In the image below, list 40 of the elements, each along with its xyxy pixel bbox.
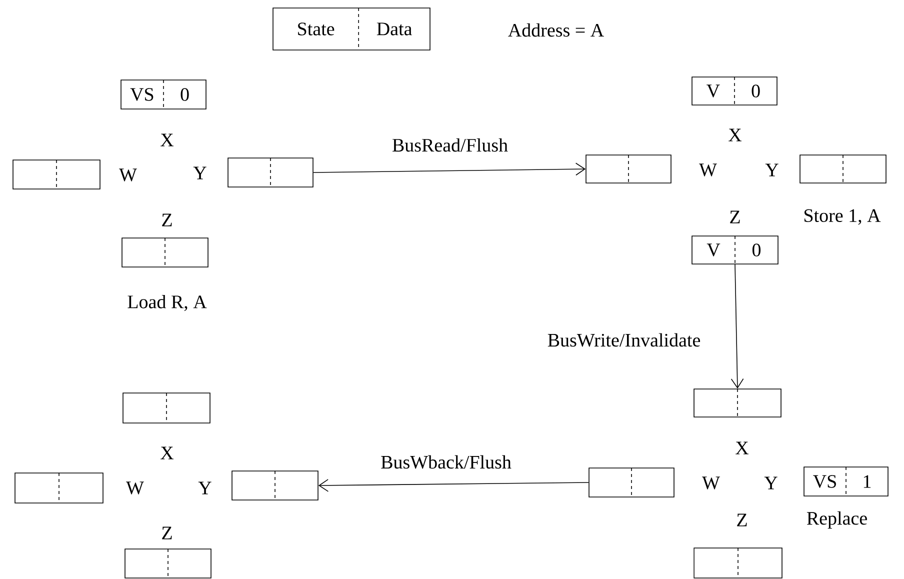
edge-label: BusRead/Flush: [390, 137, 510, 153]
processor-letter: Y: [193, 166, 206, 180]
processor-letter: W: [126, 482, 144, 494]
cache-line-box: [228, 158, 314, 188]
processor-letter: W: [699, 164, 717, 176]
processor-letter: Y: [764, 476, 778, 490]
processor-letter: X: [160, 134, 174, 146]
operation-label: Replace: [806, 511, 867, 529]
address-note: Address = A: [508, 23, 604, 37]
cache-line-box: [694, 388, 782, 418]
cache-line-box: VS 1: [804, 466, 888, 496]
processor-letter: Z: [737, 514, 747, 526]
operation-label: Store 1, A: [804, 209, 881, 225]
processor-letter: X: [160, 446, 174, 460]
processor-letter: Y: [198, 482, 212, 494]
cache-line-box: [800, 154, 886, 184]
processor-letter: X: [736, 442, 749, 454]
processor-letter: W: [119, 168, 137, 182]
cache-line-box: V 0: [692, 236, 778, 264]
cache-line-box: [122, 392, 210, 424]
legend-box: State Data: [272, 8, 430, 50]
processor-letter: Y: [765, 164, 778, 176]
arrow: [730, 264, 744, 389]
arrow: [313, 162, 586, 176]
edge-label: BusWback/Flush: [380, 454, 512, 470]
cache-line-box: VS 0: [120, 80, 206, 110]
processor-letter: X: [728, 128, 742, 142]
cache-line-box: [122, 238, 208, 268]
cache-line-box: [124, 548, 212, 578]
processor-letter: W: [702, 476, 720, 490]
cache-line-box: [12, 160, 100, 190]
cache-line-box: [586, 154, 672, 184]
edge-label: BusWrite/Invalidate: [546, 332, 702, 348]
cache-line-box: [14, 472, 104, 504]
operation-label: Load R, A: [128, 294, 207, 312]
cache-line-box: V 0: [692, 76, 778, 106]
cache-line-box: [588, 468, 674, 498]
cache-line-box: [694, 548, 782, 578]
arrow: [318, 479, 589, 492]
cache-line-box: [232, 470, 318, 500]
